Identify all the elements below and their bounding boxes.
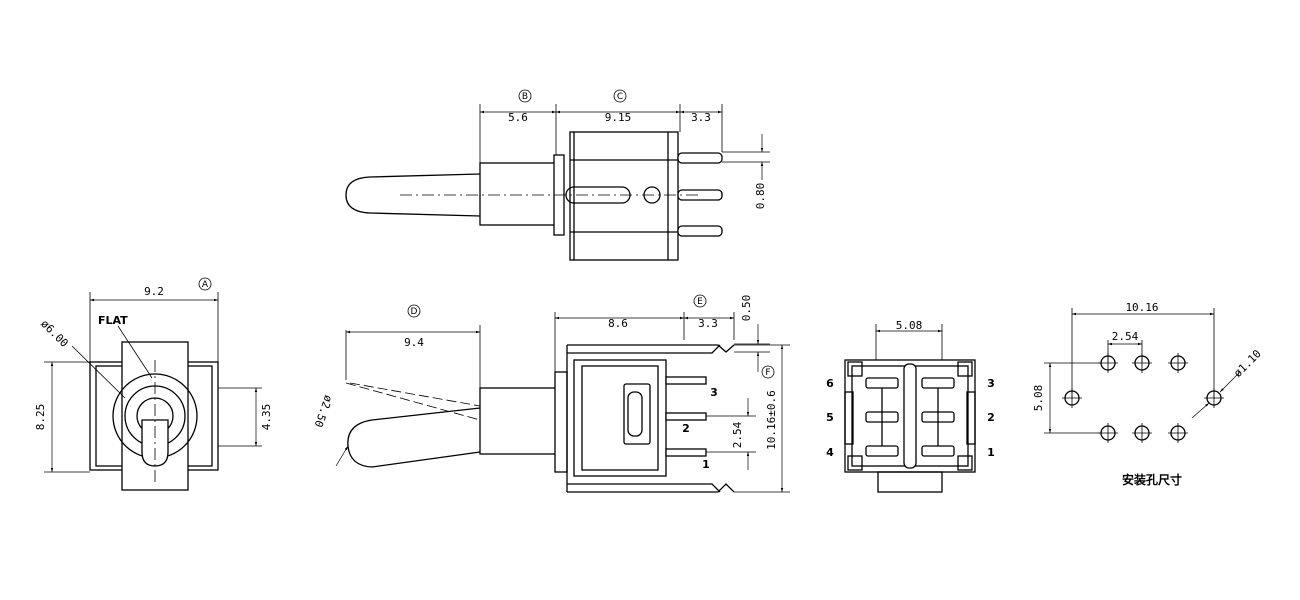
dim-8-25: 8.25 — [34, 404, 47, 431]
pin-label-1: 1 — [702, 458, 710, 471]
pin-label-3-bottom: 3 — [987, 377, 995, 390]
ref-C: C — [617, 92, 623, 102]
ref-B: B — [522, 92, 528, 102]
front-view — [44, 277, 262, 491]
dim-dia-2-50: ø2.50 — [312, 393, 336, 429]
dim-dia-6-00: ø6.00 — [38, 317, 71, 350]
dim-2-54-holes: 2.54 — [1112, 330, 1139, 343]
dim-9-15: 9.15 — [605, 111, 632, 124]
ref-D: D — [411, 307, 418, 317]
dim-2-54: 2.54 — [731, 421, 744, 448]
top-view — [345, 89, 770, 261]
dim-9-2: 9.2 — [144, 285, 164, 298]
hole-pattern — [1044, 308, 1241, 443]
dim-3-3: 3.3 — [691, 111, 711, 124]
pin-label-4: 4 — [826, 446, 834, 459]
ref-A: A — [202, 280, 209, 290]
ref-F: F — [765, 368, 770, 378]
dim-10-16-holes: 10.16 — [1125, 301, 1158, 314]
bottom-view — [844, 324, 976, 493]
hole — [1098, 423, 1118, 443]
hole — [1168, 423, 1188, 443]
bottom-view-labels: 5.08 6 5 4 3 2 1 — [826, 319, 995, 459]
pin-label-1-bottom: 1 — [987, 446, 995, 459]
dim-0-50: 0.50 — [740, 295, 753, 322]
hole — [1132, 353, 1152, 373]
dim-3-3-side: 3.3 — [698, 317, 718, 330]
dim-8-6: 8.6 — [608, 317, 628, 330]
dim-5-08-holes: 5.08 — [1032, 385, 1045, 412]
side-view — [335, 294, 790, 493]
dim-0-80: 0.80 — [754, 183, 767, 210]
pin-label-6: 6 — [826, 377, 834, 390]
pin-label-3: 3 — [710, 386, 718, 399]
pin-label-5: 5 — [826, 411, 834, 424]
hole — [1204, 388, 1224, 408]
dim-10-16: 10.16±0.6 — [765, 390, 778, 450]
ref-E: E — [697, 297, 703, 307]
dim-9-4: 9.4 — [404, 336, 424, 349]
pin-label-2-bottom: 2 — [987, 411, 995, 424]
hole — [1098, 353, 1118, 373]
hole — [1168, 353, 1188, 373]
pin-label-2: 2 — [682, 422, 690, 435]
dim-4-35: 4.35 — [260, 404, 273, 431]
hole — [1132, 423, 1152, 443]
dim-dia-1-10: ø1.10 — [1231, 347, 1264, 380]
dim-5-08: 5.08 — [896, 319, 923, 332]
label-flat: FLAT — [98, 314, 128, 327]
hole — [1062, 388, 1082, 408]
dim-5-6: 5.6 — [508, 111, 528, 124]
hole-pattern-caption: 安装孔尺寸 — [1122, 472, 1182, 487]
top-view-labels: B C 5.6 9.15 3.3 0.80 — [508, 92, 767, 209]
